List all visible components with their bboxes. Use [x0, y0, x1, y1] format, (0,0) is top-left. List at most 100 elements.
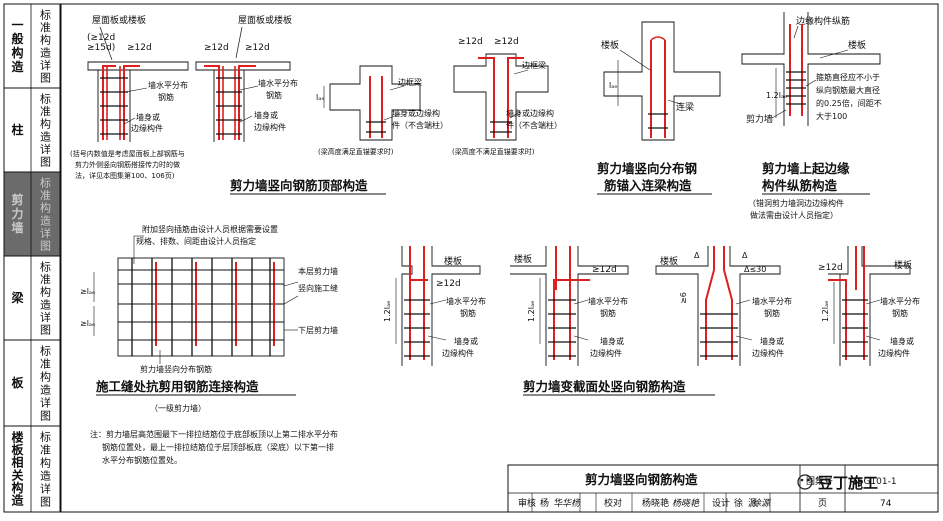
- v2-lae-12: 1.2lₐₑ: [527, 301, 536, 322]
- d2-wall-edge-1: 墙身或: [254, 110, 278, 120]
- d6-stirrup-4: 大于100: [816, 111, 847, 121]
- v1-dim-12d: ≥12d: [436, 279, 461, 289]
- sidebar-tab-2-side-3: 构: [40, 117, 51, 131]
- sidebar-tab-3-side-2: 准: [40, 189, 51, 202]
- v3-delta-le: Δ≤30: [744, 265, 766, 274]
- footnote-1: 注：剪力墙层高范围最下一排拉结筋位于底部板顶以上第二排水平分布: [90, 429, 338, 439]
- v3-floor-slab: 楼板: [660, 255, 678, 267]
- tb-row-8: 源: [748, 498, 757, 509]
- v1-edge-2: 边缘构件: [442, 348, 474, 358]
- tb-sig-3: 徐源: [752, 498, 772, 509]
- d2-horiz-bar-2: 钢筋: [266, 90, 282, 100]
- diagram-construction-joint: 附加竖向插筋由设计人员根据需要设置 规格、排数、间距由设计人员指定 ≥lₐₑ ≥…: [80, 224, 338, 413]
- v4-horiz-2: 钢筋: [892, 308, 908, 318]
- sidebar-tab-2-side-6: 图: [40, 156, 51, 169]
- v2-dim-12d: ≥12d: [592, 265, 617, 275]
- v2-edge-2: 边缘构件: [590, 348, 622, 358]
- tb-page-label: 页: [818, 498, 827, 509]
- sidebar-tab-4-side-1: 标: [40, 259, 51, 273]
- watermark-text: 豆丁施工: [818, 474, 878, 492]
- d6-note-1: （错洞剪力墙洞边边缘构件: [748, 198, 844, 208]
- sidebar-tab-1-side-2: 准: [40, 21, 51, 34]
- sidebar-tab-4-side-6: 图: [40, 324, 51, 337]
- sidebar-tab-6-main-3: 相: [11, 455, 23, 470]
- tb-row-6: 设计: [712, 497, 730, 509]
- sidebar-tab-2-main-1: 柱: [11, 122, 23, 137]
- tb-atlas-no: 16G101-1: [852, 477, 897, 487]
- d5-title-1: 剪力墙竖向分布钢: [597, 161, 697, 176]
- d6-title-1: 剪力墙上起边缘: [762, 161, 850, 176]
- tb-page-no: 74: [880, 499, 892, 509]
- footnote-3: 水平分布钢筋位置处。: [102, 455, 182, 465]
- d3-lae: lₐₑ: [316, 93, 325, 102]
- sidebar-tab-2-side-4: 造: [40, 129, 51, 143]
- top-note-2: 剪力外侧竖向钢筋搭接传力时的做: [75, 160, 180, 169]
- top-note-3: 法，详见本图集第100、106页): [75, 171, 175, 180]
- joint-note-2: 规格、排数、间距由设计人员指定: [136, 236, 256, 246]
- sidebar-tab-6-main-4: 关: [11, 467, 23, 482]
- v2-edge-1: 墙身或: [600, 336, 624, 346]
- bottom-title-right: 剪力墙变截面处竖向钢筋构造: [523, 379, 686, 394]
- d6-edge-long: 边缘构件纵筋: [796, 15, 850, 27]
- title-block: 剪力墙竖向钢筋构造 图集号 16G101-1 审核杨华校对杨晓艳设计徐源 华杨 …: [507, 464, 939, 513]
- sidebar-tab-6-main-2: 板: [11, 442, 24, 457]
- tb-sig-1: 华杨: [562, 498, 581, 509]
- sidebar-tab-1-main-3: 构: [11, 45, 23, 60]
- sidebar-tab-3-side-5: 详: [40, 226, 51, 240]
- sidebar-tab-2-side-1: 标: [40, 91, 51, 105]
- d1-wall-edge-1: 墙身或: [136, 112, 160, 122]
- d3-frame-beam: 边框梁: [398, 77, 422, 87]
- sidebar-tab-1-side-3: 构: [40, 33, 51, 47]
- sidebar-tab-5-side-3: 构: [40, 370, 51, 384]
- sidebar-tab-5-main-1: 板: [11, 375, 24, 390]
- main-frame: [60, 3, 939, 513]
- v3-horiz-1: 墙水平分布: [752, 296, 792, 306]
- d1-roof-label: 屋面板或楼板: [92, 14, 146, 26]
- sidebar-tab-6-side-4: 造: [40, 469, 51, 483]
- d3-wall-edge-1: 墙身或边缘构: [392, 108, 440, 118]
- d6-lae-12: 1.2lₐₑ: [766, 91, 787, 100]
- sidebar-tab-4-side-3: 构: [40, 285, 51, 299]
- sidebar-tab-5-side-4: 造: [40, 383, 51, 397]
- tb-sig-2: 杨晓艳: [672, 498, 700, 509]
- sidebar-tab-3-main-3: 墙: [11, 220, 23, 235]
- watermark: 豆丁施工: [797, 474, 878, 492]
- diagram-roof-top-1: 屋面板或楼板 (≥12d ≥15d) ≥12d 墙水平分布 钢筋 墙身或 边缘构…: [87, 14, 189, 142]
- sidebar-tab-1-main-2: 般: [11, 31, 23, 46]
- tb-row-3: 华: [554, 497, 563, 509]
- sidebar-tab-5-side-6: 图: [40, 410, 51, 423]
- v1-lae-12: 1.2lₐₑ: [383, 301, 392, 322]
- diagram-variable-2: 楼板 ≥12d 1.2lₐₑ 墙水平分布 钢筋 墙身或 边缘构件: [510, 246, 629, 366]
- v1-horiz-2: 钢筋: [460, 308, 476, 318]
- d5-floor-slab: 楼板: [601, 39, 619, 51]
- sidebar-tab-4-side-2: 准: [40, 273, 51, 286]
- sidebar-tab-4-side-4: 造: [40, 297, 51, 311]
- sidebar-tab-1-main-1: 一: [11, 18, 23, 32]
- sidebar-tab-4-main-1: 梁: [10, 290, 23, 305]
- sidebar-tab-3-side-4: 造: [40, 213, 51, 227]
- d1-dim-paren: (≥12d: [87, 33, 115, 43]
- v1-edge-1: 墙身或: [454, 336, 478, 346]
- joint-lae-a: ≥lₐₑ: [80, 287, 95, 296]
- sidebar-tab-1-side-4: 造: [40, 45, 51, 59]
- watermark-icon: [797, 474, 813, 490]
- sidebar-tab-5-side-1: 标: [40, 344, 51, 358]
- d5-coupling-beam: 连梁: [676, 101, 694, 113]
- diagram-variable-1: 楼板 ≥12d 1.2lₐₑ 墙水平分布 钢筋 墙身或 边缘构件: [383, 246, 486, 366]
- v3-six: ≥6: [679, 292, 688, 304]
- sidebar-tab-6-main-5: 构: [11, 480, 23, 495]
- d6-stirrup-3: 的0.25倍，间距不: [816, 98, 882, 108]
- d2-dim-b: ≥12d: [245, 43, 270, 53]
- d1-dim-15d: ≥15d): [87, 43, 115, 53]
- v1-floor-slab: 楼板: [444, 255, 462, 267]
- joint-lae-b: ≥lₐₑ: [80, 319, 95, 328]
- d6-stirrup-2: 纵向钢筋最大直径: [816, 85, 880, 95]
- diagram-edge-member: 边缘构件纵筋 楼板 1.2lₐₑ 箍筋直径应不小于 纵向钢筋最大直径 的0.25…: [741, 12, 882, 220]
